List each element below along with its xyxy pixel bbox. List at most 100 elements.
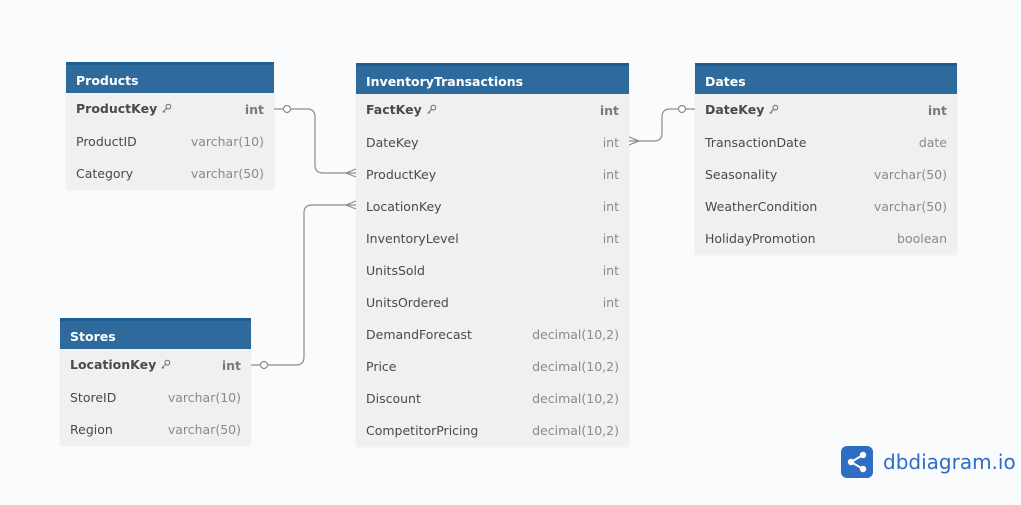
table-row[interactable]: Seasonality varchar(50) <box>695 158 957 190</box>
column-name-group: Price <box>366 359 397 374</box>
column-name-group: UnitsOrdered <box>366 295 449 310</box>
column-type: int <box>927 102 947 118</box>
column-name: LocationKey <box>366 198 442 214</box>
column-name: TransactionDate <box>705 134 807 150</box>
column-name-group: Seasonality <box>705 167 777 182</box>
relation-stores-inventory[interactable] <box>251 200 357 370</box>
table-row[interactable]: WeatherCondition varchar(50) <box>695 190 957 222</box>
column-name: Price <box>366 358 397 374</box>
table-row[interactable]: LocationKey int <box>60 349 251 381</box>
column-name-group: Region <box>70 422 113 437</box>
table-row[interactable]: UnitsSold int <box>356 254 629 286</box>
brand-logo[interactable]: dbdiagram.io <box>841 446 1016 478</box>
column-name-group: Discount <box>366 391 421 406</box>
column-name: Region <box>70 421 113 437</box>
table-row[interactable]: UnitsOrdered int <box>356 286 629 318</box>
column-name: ProductID <box>76 133 137 149</box>
table-header-stores[interactable]: Stores <box>60 318 251 349</box>
column-name: CompetitorPricing <box>366 422 479 438</box>
table-row[interactable]: StoreID varchar(10) <box>60 381 251 413</box>
table-row[interactable]: Price decimal(10,2) <box>356 350 629 382</box>
column-type: varchar(50) <box>873 166 947 182</box>
key-icon <box>426 103 437 118</box>
column-name-group: Category <box>76 166 133 181</box>
table-row[interactable]: CompetitorPricing decimal(10,2) <box>356 414 629 446</box>
column-name-group: DateKey <box>705 102 779 118</box>
column-name: ProductKey <box>366 166 437 182</box>
column-type: decimal(10,2) <box>532 326 619 342</box>
column-name-group: TransactionDate <box>705 135 806 150</box>
table-header-dates[interactable]: Dates <box>695 63 957 94</box>
column-name: LocationKey <box>70 357 157 372</box>
column-type: varchar(50) <box>167 421 241 437</box>
column-name: DateKey <box>705 102 765 117</box>
column-type: int <box>221 357 241 373</box>
column-type: int <box>602 230 619 246</box>
table-row[interactable]: DateKey int <box>356 126 629 158</box>
column-type: int <box>602 198 619 214</box>
table-row[interactable]: HolidayPromotion boolean <box>695 222 957 254</box>
column-name: Discount <box>366 390 421 406</box>
column-name-group: WeatherCondition <box>705 199 817 214</box>
table-header-products[interactable]: Products <box>66 62 274 93</box>
column-name-group: FactKey <box>366 102 437 118</box>
column-name-group: StoreID <box>70 390 116 405</box>
column-name: WeatherCondition <box>705 198 818 214</box>
column-name: InventoryLevel <box>366 230 459 246</box>
column-name-group: UnitsSold <box>366 263 425 278</box>
brand-text: dbdiagram.io <box>883 450 1016 474</box>
column-name-group: InventoryLevel <box>366 231 459 246</box>
column-name: Seasonality <box>705 166 778 182</box>
column-type: boolean <box>897 230 947 246</box>
column-name-group: CompetitorPricing <box>366 423 478 438</box>
table-row[interactable]: InventoryLevel int <box>356 222 629 254</box>
key-icon <box>768 103 779 118</box>
column-name: Category <box>76 165 134 181</box>
column-type: int <box>602 262 619 278</box>
table-row[interactable]: ProductKey int <box>356 158 629 190</box>
table-row[interactable]: ProductKey int <box>66 93 274 125</box>
column-name-group: DateKey <box>366 135 419 150</box>
table-row[interactable]: Region varchar(50) <box>60 413 251 445</box>
relation-products-inventory[interactable] <box>274 104 357 178</box>
table-row[interactable]: DemandForecast decimal(10,2) <box>356 318 629 350</box>
table-row[interactable]: DateKey int <box>695 94 957 126</box>
key-icon <box>160 358 171 373</box>
column-type: int <box>602 294 619 310</box>
column-type: decimal(10,2) <box>532 358 619 374</box>
table-row[interactable]: LocationKey int <box>356 190 629 222</box>
column-type: int <box>602 134 619 150</box>
column-name-group: ProductID <box>76 134 137 149</box>
column-type: int <box>244 101 264 117</box>
column-name: ProductKey <box>76 101 158 116</box>
column-name-group: LocationKey <box>70 357 171 373</box>
column-name: UnitsSold <box>366 262 425 278</box>
table-row[interactable]: Discount decimal(10,2) <box>356 382 629 414</box>
column-name-group: DemandForecast <box>366 327 472 342</box>
column-name: FactKey <box>366 102 422 117</box>
key-icon <box>161 102 172 117</box>
column-type: decimal(10,2) <box>532 422 619 438</box>
column-type: date <box>918 134 947 150</box>
column-type: varchar(10) <box>167 389 241 405</box>
table-row[interactable]: TransactionDate date <box>695 126 957 158</box>
column-name-group: ProductKey <box>76 101 172 117</box>
column-name: HolidayPromotion <box>705 230 816 246</box>
relation-dates-inventory[interactable] <box>628 104 695 146</box>
column-type: varchar(50) <box>873 198 947 214</box>
column-type: int <box>602 166 619 182</box>
column-name-group: HolidayPromotion <box>705 231 816 246</box>
column-type: decimal(10,2) <box>532 390 619 406</box>
table-header-inventory-transactions[interactable]: InventoryTransactions <box>356 63 629 94</box>
